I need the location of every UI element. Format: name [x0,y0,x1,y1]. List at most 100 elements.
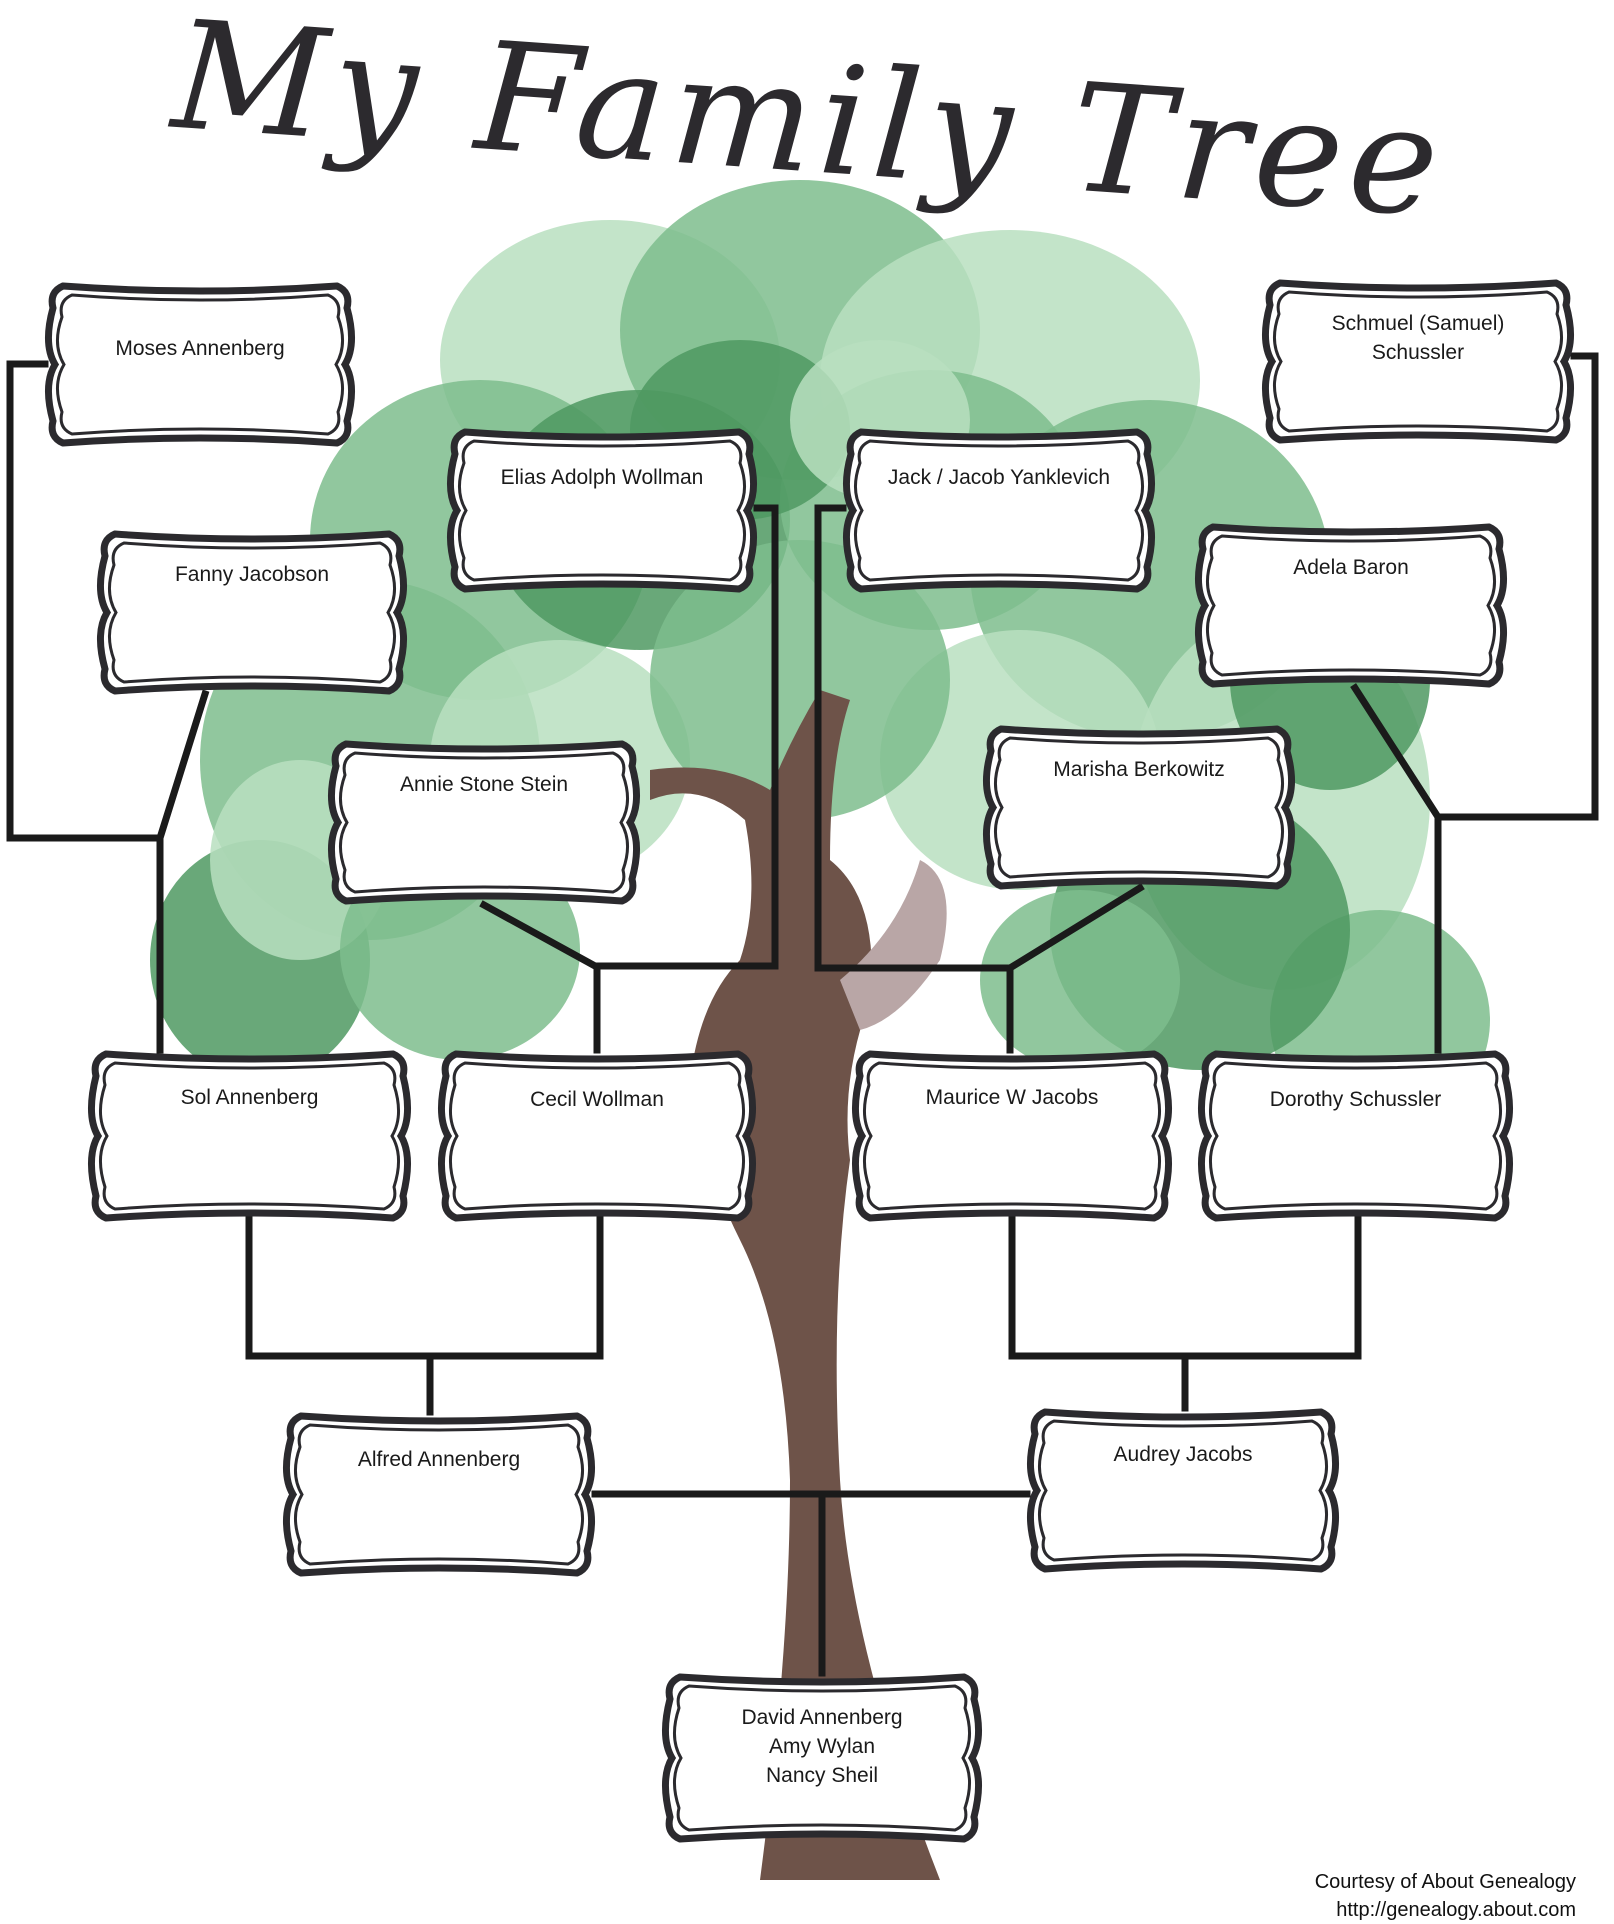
person-name-line: Fanny Jacobson [174,563,330,586]
frame-border [662,1673,982,1843]
person-box-annie: Annie Stone Stein [328,740,640,905]
frame-outer-border [1262,279,1574,444]
frame-inner-border [108,541,396,684]
frame-border [1027,1408,1339,1573]
frame-inner-border [994,736,1284,879]
frame-inner-border [449,1061,745,1211]
frame-inner-border [863,1061,1161,1211]
person-name: Cecil Wollman [438,1085,756,1114]
frame-outer-border [45,282,355,447]
frame-outer-border [283,1412,595,1577]
person-box-fanny: Fanny Jacobson [97,530,407,695]
frame-outer-border [662,1673,982,1843]
person-name: Alfred Annenberg [283,1445,595,1474]
person-box-dorothy: Dorothy Schussler [1198,1050,1513,1222]
person-name-line: Maurice W Jacobs [925,1086,1099,1109]
frame-inner-border [673,1684,971,1832]
connector-line [245,1216,604,1360]
person-name: Adela Baron [1195,553,1507,582]
frame-outer-border [438,1050,756,1222]
frame-inner-border [1273,290,1563,433]
person-name: Annie Stone Stein [328,770,640,799]
person-box-maurice: Maurice W Jacobs [852,1050,1172,1222]
frame-border [852,1050,1172,1222]
frame-outer-border [447,428,757,593]
frame-inner-border [1206,534,1496,677]
frame-outer-border [852,1050,1172,1222]
connector-lines [6,352,1599,1677]
person-box-cecil: Cecil Wollman [438,1050,756,1222]
frame-border [1262,279,1574,444]
frame-border [438,1050,756,1222]
person-name-line: Marisha Berkowitz [1053,758,1225,781]
frame-inner-border [56,293,344,436]
frame-inner-border [854,439,1144,582]
person-name-line: Nancy Sheil [765,1764,879,1787]
person-name-line: Schussler [1371,341,1465,364]
credit-line: Courtesy of About Genealogy [1314,1871,1576,1893]
trunk-highlight [840,860,947,1030]
frame-border [1198,1050,1513,1222]
frame-inner-border [1209,1061,1502,1211]
person-name-line: Sol Annenberg [180,1086,319,1109]
frame-inner-border [294,1423,584,1566]
person-name-line: David Annenberg [741,1706,903,1729]
credit-url: http://genealogy.about.com [1336,1899,1576,1921]
person-name-line: Jack / Jacob Yanklevich [887,466,1111,489]
person-name: Audrey Jacobs [1027,1440,1339,1469]
frame-outer-border [983,725,1295,890]
frame-border [97,530,407,695]
person-box-sol: Sol Annenberg [88,1050,411,1222]
person-name-line: Alfred Annenberg [357,1448,521,1471]
person-name-line: Annie Stone Stein [399,773,569,796]
person-name-line: Amy Wylan [769,1735,875,1758]
connector-line [479,504,779,970]
person-box-jack: Jack / Jacob Yanklevich [843,428,1155,593]
frame-border [45,282,355,447]
frame-border [447,428,757,593]
person-name-line: Audrey Jacobs [1113,1443,1253,1466]
person-name-line: Adela Baron [1293,556,1409,579]
frame-outer-border [1027,1408,1339,1573]
frame-outer-border [843,428,1155,593]
person-box-marisha: Marisha Berkowitz [983,725,1295,890]
person-name: Schmuel (Samuel) Schussler [1262,309,1574,367]
frame-border [88,1050,411,1222]
frame-outer-border [1195,523,1507,688]
frame-border [1195,523,1507,688]
frame-inner-border [339,751,629,894]
person-box-alfred: Alfred Annenberg [283,1412,595,1577]
frame-border [983,725,1295,890]
person-box-elias: Elias Adolph Wollman [447,428,757,593]
person-name: Moses Annenberg [45,334,355,363]
person-name: Fanny Jacobson [97,560,407,589]
frame-inner-border [458,439,746,582]
person-name: Dorothy Schussler [1198,1085,1513,1114]
person-name-line: Moses Annenberg [115,337,285,360]
foliage-blob [980,890,1180,1070]
connector-line [6,360,210,842]
frame-outer-border [97,530,407,695]
frame-border [328,740,640,905]
person-name: Maurice W Jacobs [852,1083,1172,1112]
connector-line [1350,352,1599,821]
person-box-adela: Adela Baron [1195,523,1507,688]
frame-outer-border [1198,1050,1513,1222]
tree-trunk [650,690,947,1880]
person-name-line: Schmuel (Samuel) [1331,312,1505,335]
connector-line [814,504,1145,972]
person-name-line: Dorothy Schussler [1269,1088,1442,1111]
person-box-audrey: Audrey Jacobs [1027,1408,1339,1573]
person-name: Elias Adolph Wollman [447,463,757,492]
connector-line [1008,1216,1362,1360]
frame-border [843,428,1155,593]
frame-inner-border [1038,1419,1328,1562]
person-box-schmuel: Schmuel (Samuel) Schussler [1262,279,1574,444]
person-name: Sol Annenberg [88,1083,411,1112]
person-name-line: Cecil Wollman [530,1088,664,1111]
frame-outer-border [328,740,640,905]
person-box-moses: Moses Annenberg [45,282,355,447]
